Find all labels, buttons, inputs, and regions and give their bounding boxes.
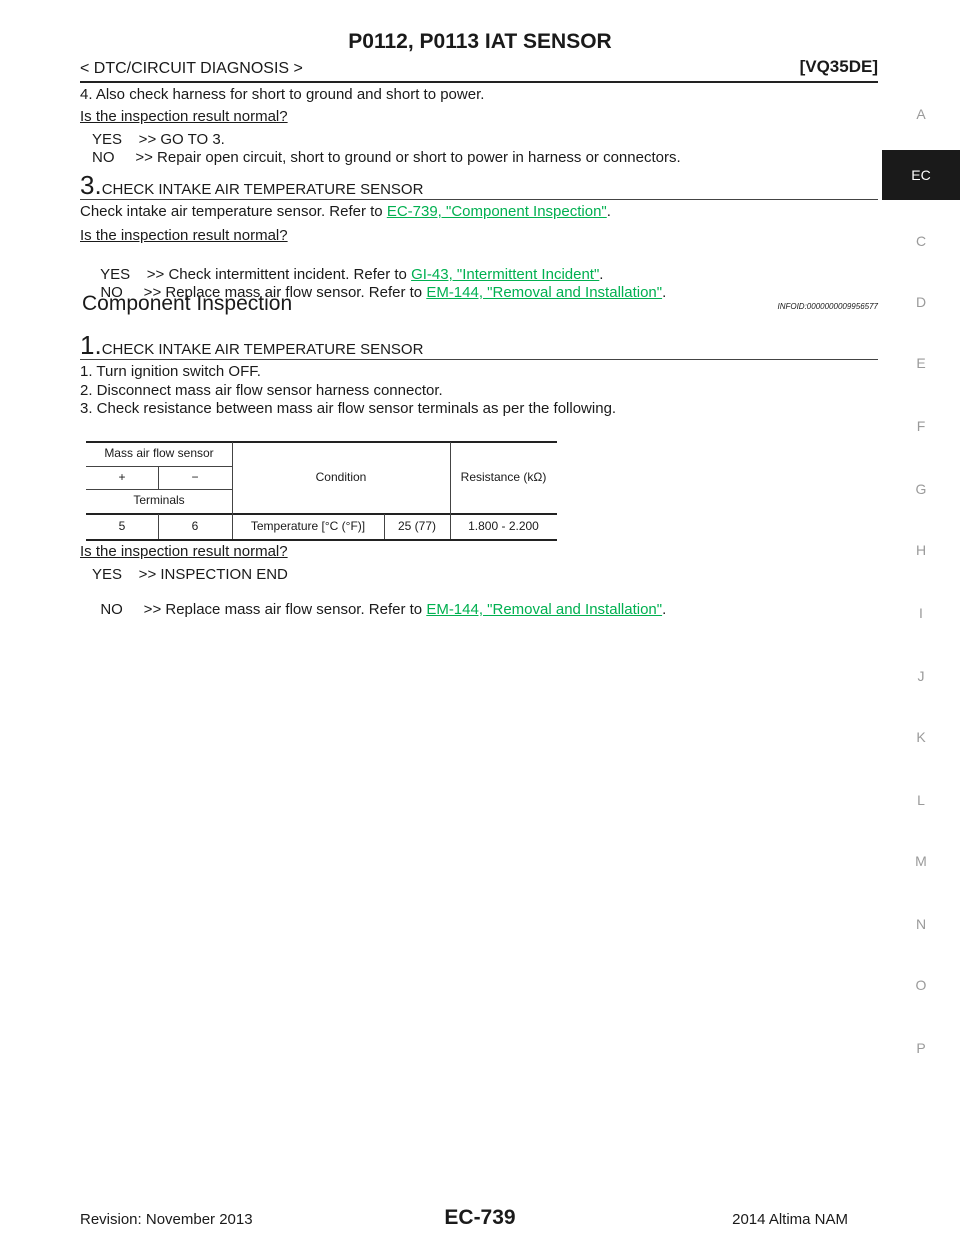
step3-rule xyxy=(80,199,878,200)
ci-item-2: 2. Disconnect mass air flow sensor harne… xyxy=(80,382,443,399)
index-tab-n[interactable]: N xyxy=(915,916,927,932)
th-terminals: Terminals xyxy=(133,493,185,507)
table-rule-1 xyxy=(86,466,232,467)
step2-yes: YES >> GO TO 3. xyxy=(92,131,225,148)
link-em-144[interactable]: EM-144, "Removal and Installation" xyxy=(426,284,663,301)
step3-yes-text: YES >> Check intermittent incident. Refe… xyxy=(100,266,412,283)
index-tab-o[interactable]: O xyxy=(915,977,927,993)
step3-no-text: NO >> Replace mass air flow sensor. Refe… xyxy=(100,284,427,301)
table-vline-3 xyxy=(158,467,159,489)
index-tab-ec-active[interactable]: EC xyxy=(882,150,960,200)
index-tab-m[interactable]: M xyxy=(915,853,927,869)
step3-instruction: Check intake air temperature sensor. Ref… xyxy=(80,203,611,220)
index-tab-i[interactable]: I xyxy=(919,605,923,621)
index-tab-l[interactable]: L xyxy=(917,792,925,808)
td-resistance: 1.800 - 2.200 xyxy=(468,519,539,533)
table-vline-5 xyxy=(384,514,385,539)
ci-yes: YES >> INSPECTION END xyxy=(92,566,288,583)
index-tab-f[interactable]: F xyxy=(916,418,926,434)
index-tab-e[interactable]: E xyxy=(916,355,926,371)
link-gi-43[interactable]: GI-43, "Intermittent Incident" xyxy=(411,266,600,283)
ci-no-text: NO >> Replace mass air flow sensor. Refe… xyxy=(100,601,427,618)
step3-instruction-end: . xyxy=(606,203,611,220)
ci-step1-title: CHECK INTAKE AIR TEMPERATURE SENSOR xyxy=(101,341,424,358)
ci-item-3: 3. Check resistance between mass air flo… xyxy=(80,400,617,417)
ci-item-1: 1. Turn ignition switch OFF. xyxy=(80,363,261,380)
ci-step1-number: 1. xyxy=(80,330,102,360)
link-ec-739[interactable]: EC-739, "Component Inspection" xyxy=(386,203,607,220)
th-mass-air-flow-sensor: Mass air flow sensor xyxy=(104,446,214,460)
ci-no: NO >> Replace mass air flow sensor. Refe… xyxy=(92,584,666,618)
step3-question: Is the inspection result normal? xyxy=(80,227,288,244)
table-top-rule xyxy=(86,441,557,443)
step3-yes-end: . xyxy=(599,266,604,283)
td-plus: 5 xyxy=(118,519,126,533)
table-bottom-rule xyxy=(86,539,557,541)
index-tab-h[interactable]: H xyxy=(915,542,927,558)
th-condition: Condition xyxy=(315,470,367,484)
link-em-144-2[interactable]: EM-144, "Removal and Installation" xyxy=(426,601,663,618)
ci-step1-rule xyxy=(80,359,878,360)
ci-question: Is the inspection result normal? xyxy=(80,543,288,560)
table-vline-2 xyxy=(450,442,451,539)
index-tab-j[interactable]: J xyxy=(917,668,925,684)
td-condition-label: Temperature [°C (°F)] xyxy=(250,519,366,533)
footer-model: 2014 Altima NAM xyxy=(732,1211,848,1228)
index-tab-c[interactable]: C xyxy=(915,233,927,249)
section-title: Component Inspection xyxy=(82,292,293,315)
step3-title: CHECK INTAKE AIR TEMPERATURE SENSOR xyxy=(101,181,424,198)
table-header-rule xyxy=(86,513,557,515)
footer-revision: Revision: November 2013 xyxy=(80,1211,253,1228)
table-rule-2 xyxy=(86,489,232,490)
step3-heading: 3.CHECK INTAKE AIR TEMPERATURE SENSOR xyxy=(80,170,423,201)
step3-number: 3. xyxy=(80,170,102,200)
ci-step1-heading: 1.CHECK INTAKE AIR TEMPERATURE SENSOR xyxy=(80,330,423,361)
step2-no: NO >> Repair open circuit, short to grou… xyxy=(92,149,681,166)
page-title: P0112, P0113 IAT SENSOR xyxy=(348,30,612,53)
step3-yes: YES >> Check intermittent incident. Refe… xyxy=(92,249,603,283)
index-tab-g[interactable]: G xyxy=(915,481,927,497)
th-resistance: Resistance (kΩ) xyxy=(460,470,547,484)
th-plus: + xyxy=(118,470,126,484)
section-breadcrumb: < DTC/CIRCUIT DIAGNOSIS > xyxy=(80,60,303,77)
step3-no-end: . xyxy=(662,284,667,301)
table-vline-4 xyxy=(158,514,159,539)
step2-item-4: 4. Also check harness for short to groun… xyxy=(80,86,485,103)
td-minus: 6 xyxy=(191,519,199,533)
ci-no-end: . xyxy=(662,601,667,618)
header-rule xyxy=(80,81,878,83)
step3-no: NO >> Replace mass air flow sensor. Refe… xyxy=(92,267,666,301)
th-minus: − xyxy=(191,470,199,484)
step2-question: Is the inspection result normal? xyxy=(80,108,288,125)
index-tab-k[interactable]: K xyxy=(916,729,926,745)
index-tab-p[interactable]: P xyxy=(916,1040,926,1056)
td-condition-value: 25 (77) xyxy=(397,519,437,533)
table-vline-1 xyxy=(232,442,233,539)
engine-code: [VQ35DE] xyxy=(799,57,878,76)
step3-instruction-text: Check intake air temperature sensor. Ref… xyxy=(80,203,387,220)
index-tab-d[interactable]: D xyxy=(915,294,927,310)
index-tab-a[interactable]: A xyxy=(916,106,926,122)
info-id: INFOID:0000000009956577 xyxy=(777,302,878,311)
footer-page-number: EC-739 xyxy=(444,1206,516,1229)
